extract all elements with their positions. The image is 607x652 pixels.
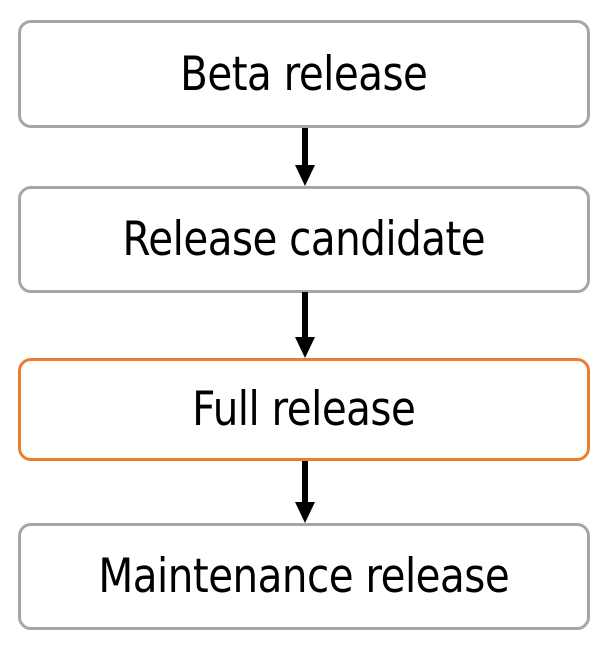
flow-node-full-release[interactable]: Full release bbox=[18, 358, 590, 461]
connector-arrow-release-candidate-to-full-release bbox=[295, 292, 315, 358]
arrow-head-down-icon bbox=[295, 337, 315, 358]
flow-node-label: Full release bbox=[192, 382, 416, 437]
connector-arrow-full-release-to-maintenance-release bbox=[295, 461, 315, 523]
flow-node-label: Beta release bbox=[180, 46, 428, 102]
flow-node-release-candidate[interactable]: Release candidate bbox=[18, 186, 590, 293]
flow-node-maintenance-release[interactable]: Maintenance release bbox=[18, 523, 590, 630]
flow-node-beta-release[interactable]: Beta release bbox=[18, 20, 590, 128]
connector-arrow-beta-to-release-candidate bbox=[295, 128, 315, 186]
arrow-shaft bbox=[302, 128, 308, 165]
flow-node-label: Maintenance release bbox=[98, 549, 510, 604]
arrow-shaft bbox=[302, 292, 308, 337]
arrow-head-down-icon bbox=[295, 502, 315, 523]
arrow-shaft bbox=[302, 461, 308, 502]
arrow-head-down-icon bbox=[295, 165, 315, 186]
flow-node-label: Release candidate bbox=[122, 212, 486, 267]
